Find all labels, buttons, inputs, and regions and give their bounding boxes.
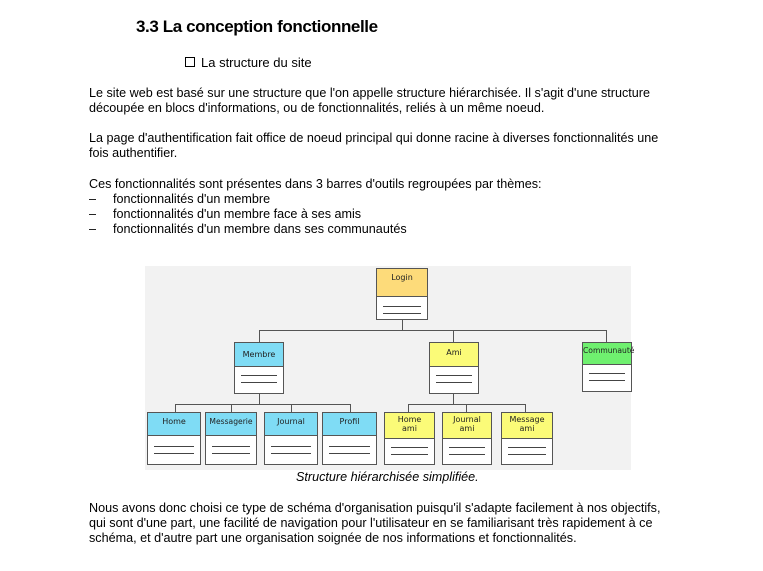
- node-label: Messagerie: [206, 413, 256, 436]
- list-item: – fonctionnalités d'un membre: [89, 192, 407, 207]
- connector-line: [231, 404, 232, 412]
- node-label: Profil: [323, 413, 376, 436]
- hierarchy-diagram: Login Membre Ami Communauté Home: [145, 266, 634, 470]
- subsection-label: La structure du site: [201, 55, 312, 70]
- node-label: Communauté: [583, 343, 634, 365]
- node-home-ami: Home ami: [384, 412, 435, 465]
- connector-line: [259, 330, 607, 331]
- dash-bullet: –: [89, 192, 97, 206]
- text-line: Le site web est basé sur une structure q…: [89, 86, 650, 100]
- node-ami: Ami: [429, 342, 479, 394]
- connector-line: [350, 404, 351, 412]
- node-label: Home: [148, 413, 200, 436]
- node-label: ami: [402, 424, 417, 433]
- text-line: découpée en blocs d'informations, ou de …: [89, 101, 545, 115]
- node-label: Journal: [453, 415, 481, 424]
- connector-line: [525, 404, 526, 412]
- bullet-list: – fonctionnalités d'un membre – fonctionna…: [89, 192, 407, 237]
- text-line: fois authentifier.: [89, 146, 178, 160]
- connector-line: [408, 404, 409, 412]
- paragraph-conclusion: Nous avons donc choisi ce type de schéma…: [89, 501, 709, 546]
- node-profil: Profil: [322, 412, 377, 465]
- node-label: ami: [519, 424, 535, 433]
- section-title: 3.3 La conception fonctionnelle: [136, 17, 378, 36]
- node-label: Message: [509, 415, 545, 424]
- node-messagerie: Messagerie: [205, 412, 257, 465]
- node-journal: Journal: [264, 412, 318, 465]
- text-line: Ces fonctionnalités sont présentes dans …: [89, 177, 542, 191]
- connector-line: [175, 404, 351, 405]
- node-label: Ami: [430, 343, 478, 367]
- connector-line: [453, 330, 454, 342]
- checkbox-bullet-icon: [185, 57, 195, 67]
- node-membre: Membre: [234, 342, 284, 394]
- connector-line: [291, 404, 292, 412]
- connector-line: [259, 330, 260, 342]
- text-line: La page d'authentification fait office d…: [89, 131, 659, 145]
- text-line: Nous avons donc choisi ce type de schéma…: [89, 501, 661, 515]
- paragraph-structure: Le site web est basé sur une structure q…: [89, 86, 709, 116]
- connector-line: [466, 404, 467, 412]
- node-login: Login: [376, 268, 428, 320]
- node-communaute: Communauté: [582, 342, 634, 392]
- list-item-text: fonctionnalités d'un membre dans ses com…: [113, 222, 407, 236]
- connector-line: [175, 404, 176, 412]
- connector-line: [402, 320, 403, 330]
- dash-bullet: –: [89, 207, 97, 221]
- dash-bullet: –: [89, 222, 97, 236]
- connector-line: [453, 394, 454, 404]
- list-item: – fonctionnalités d'un membre dans ses co…: [89, 222, 407, 237]
- paragraph-authentication: La page d'authentification fait office d…: [89, 131, 709, 161]
- subsection-title: La structure du site: [185, 55, 312, 70]
- diagram-caption: Structure hiérarchisée simplifiée.: [296, 470, 479, 484]
- node-journal-ami: Journal ami: [442, 412, 492, 465]
- list-item-text: fonctionnalités d'un membre: [113, 192, 271, 206]
- node-label: ami: [459, 424, 475, 433]
- node-label: Membre: [235, 343, 283, 367]
- list-item: – fonctionnalités d'un membre face à ses …: [89, 207, 407, 222]
- node-label: Journal: [265, 413, 317, 436]
- node-message-ami: Message ami: [501, 412, 553, 465]
- paragraph-toolbars: Ces fonctionnalités sont présentes dans …: [89, 177, 709, 192]
- connector-line: [606, 330, 607, 342]
- node-label: Login: [377, 269, 427, 297]
- node-label: Home: [397, 415, 422, 424]
- text-line: schéma, et d'autre part une organisation…: [89, 531, 577, 545]
- text-line: qui sont d'une part, une facilité de nav…: [89, 516, 653, 530]
- list-item-text: fonctionnalités d'un membre face à ses a…: [113, 207, 362, 221]
- connector-line: [259, 394, 260, 404]
- node-home: Home: [147, 412, 201, 465]
